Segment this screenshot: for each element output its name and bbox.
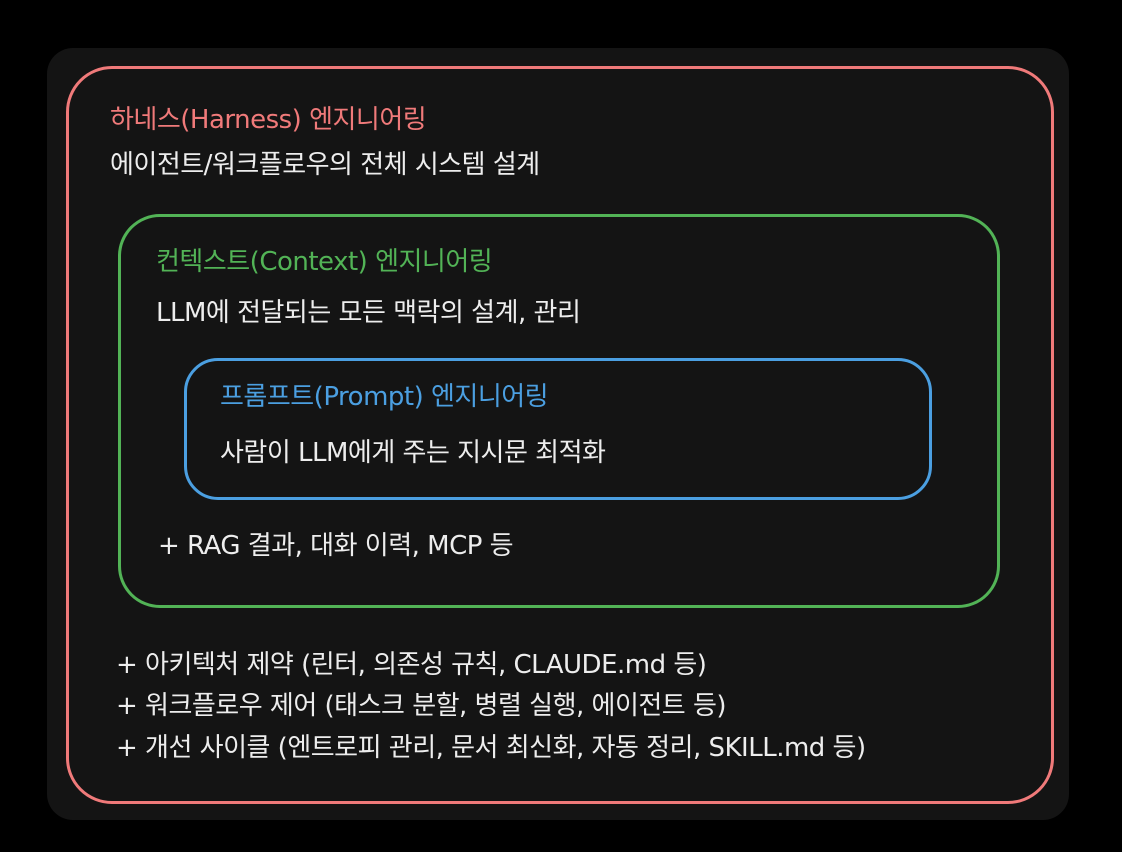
harness-title: 하네스(Harness) 엔지니어링 bbox=[110, 105, 427, 135]
prompt-engineering-box bbox=[184, 358, 932, 500]
context-description: LLM에 전달되는 모든 맥락의 설계, 관리 bbox=[156, 298, 581, 328]
context-engineering-box bbox=[118, 214, 1000, 608]
diagram-card bbox=[47, 48, 1069, 820]
prompt-title: 프롬프트(Prompt) 엔지니어링 bbox=[220, 382, 549, 412]
harness-extra-workflow: + 워크플로우 제어 (태스크 분할, 병렬 실행, 에이전트 등) bbox=[116, 691, 727, 721]
harness-extra-architecture: + 아키텍처 제약 (린터, 의존성 규칙, CLAUDE.md 등) bbox=[116, 650, 707, 680]
harness-description: 에이전트/워크플로우의 전체 시스템 설계 bbox=[110, 150, 540, 180]
context-extra: + RAG 결과, 대화 이력, MCP 등 bbox=[158, 531, 514, 561]
context-title: 컨텍스트(Context) 엔지니어링 bbox=[156, 247, 493, 277]
prompt-description: 사람이 LLM에게 주는 지시문 최적화 bbox=[220, 438, 606, 468]
harness-engineering-box bbox=[66, 66, 1054, 804]
harness-extra-improvement: + 개선 사이클 (엔트로피 관리, 문서 최신화, 자동 정리, SKILL.… bbox=[116, 733, 866, 763]
